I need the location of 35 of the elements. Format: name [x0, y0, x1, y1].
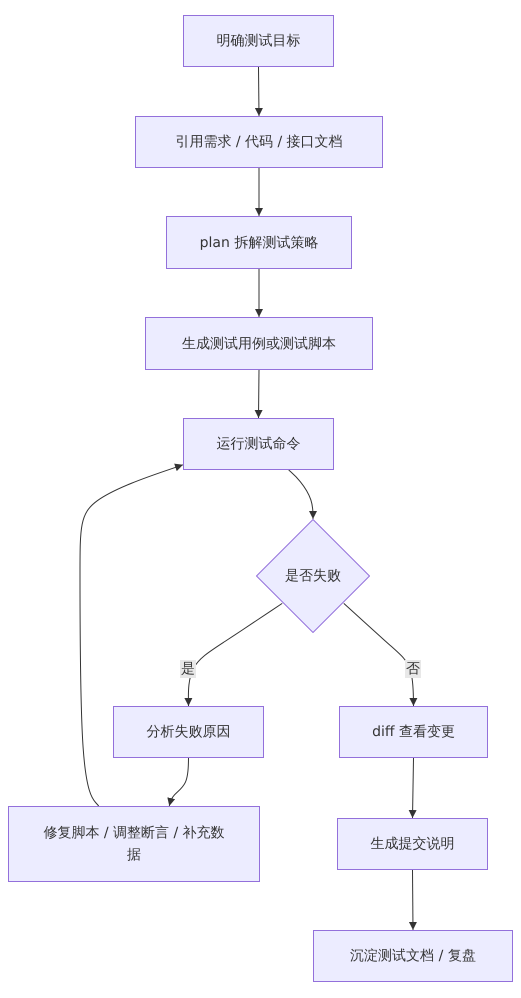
process-box: [166, 216, 352, 269]
arrow: [184, 602, 283, 706]
node-label: 生成测试用例或测试脚本: [181, 334, 337, 354]
node-label: 是否失败: [284, 567, 342, 586]
arrow: [254, 370, 263, 418]
node-label: 生成提交说明: [370, 835, 456, 854]
node-label: 运行测试命令: [216, 435, 302, 454]
node-label: 修复脚本 / 调整断言 / 补充数据: [42, 824, 226, 865]
edge-label: 是: [180, 660, 196, 678]
process-box: [113, 706, 264, 758]
process-box: [337, 818, 488, 870]
arrow: [255, 268, 263, 318]
process-box: [135, 116, 383, 168]
arrow: [80, 464, 184, 806]
edge-label: 否: [405, 660, 421, 678]
node-label: diff 查看变更: [371, 723, 456, 742]
process-box: [339, 706, 488, 758]
arrow: [255, 168, 263, 216]
process-box: [145, 317, 373, 370]
arrow: [408, 758, 417, 818]
node-label: 明确测试目标: [216, 32, 302, 51]
arrow: [408, 870, 417, 930]
arrow: [288, 470, 317, 520]
process-box: [183, 418, 334, 470]
decision-diamond: [256, 519, 370, 633]
arrow: [343, 602, 418, 706]
process-box: [183, 15, 334, 67]
arrow: [254, 66, 263, 116]
node-label: 沉淀测试文档 / 复盘: [349, 947, 477, 966]
arrow: [167, 758, 189, 806]
process-box: [8, 806, 260, 882]
node-label: 引用需求 / 代码 / 接口文档: [174, 133, 344, 152]
process-box: [313, 930, 513, 982]
node-label: plan 拆解测试策略: [198, 234, 320, 252]
node-label: 分析失败原因: [146, 723, 232, 742]
